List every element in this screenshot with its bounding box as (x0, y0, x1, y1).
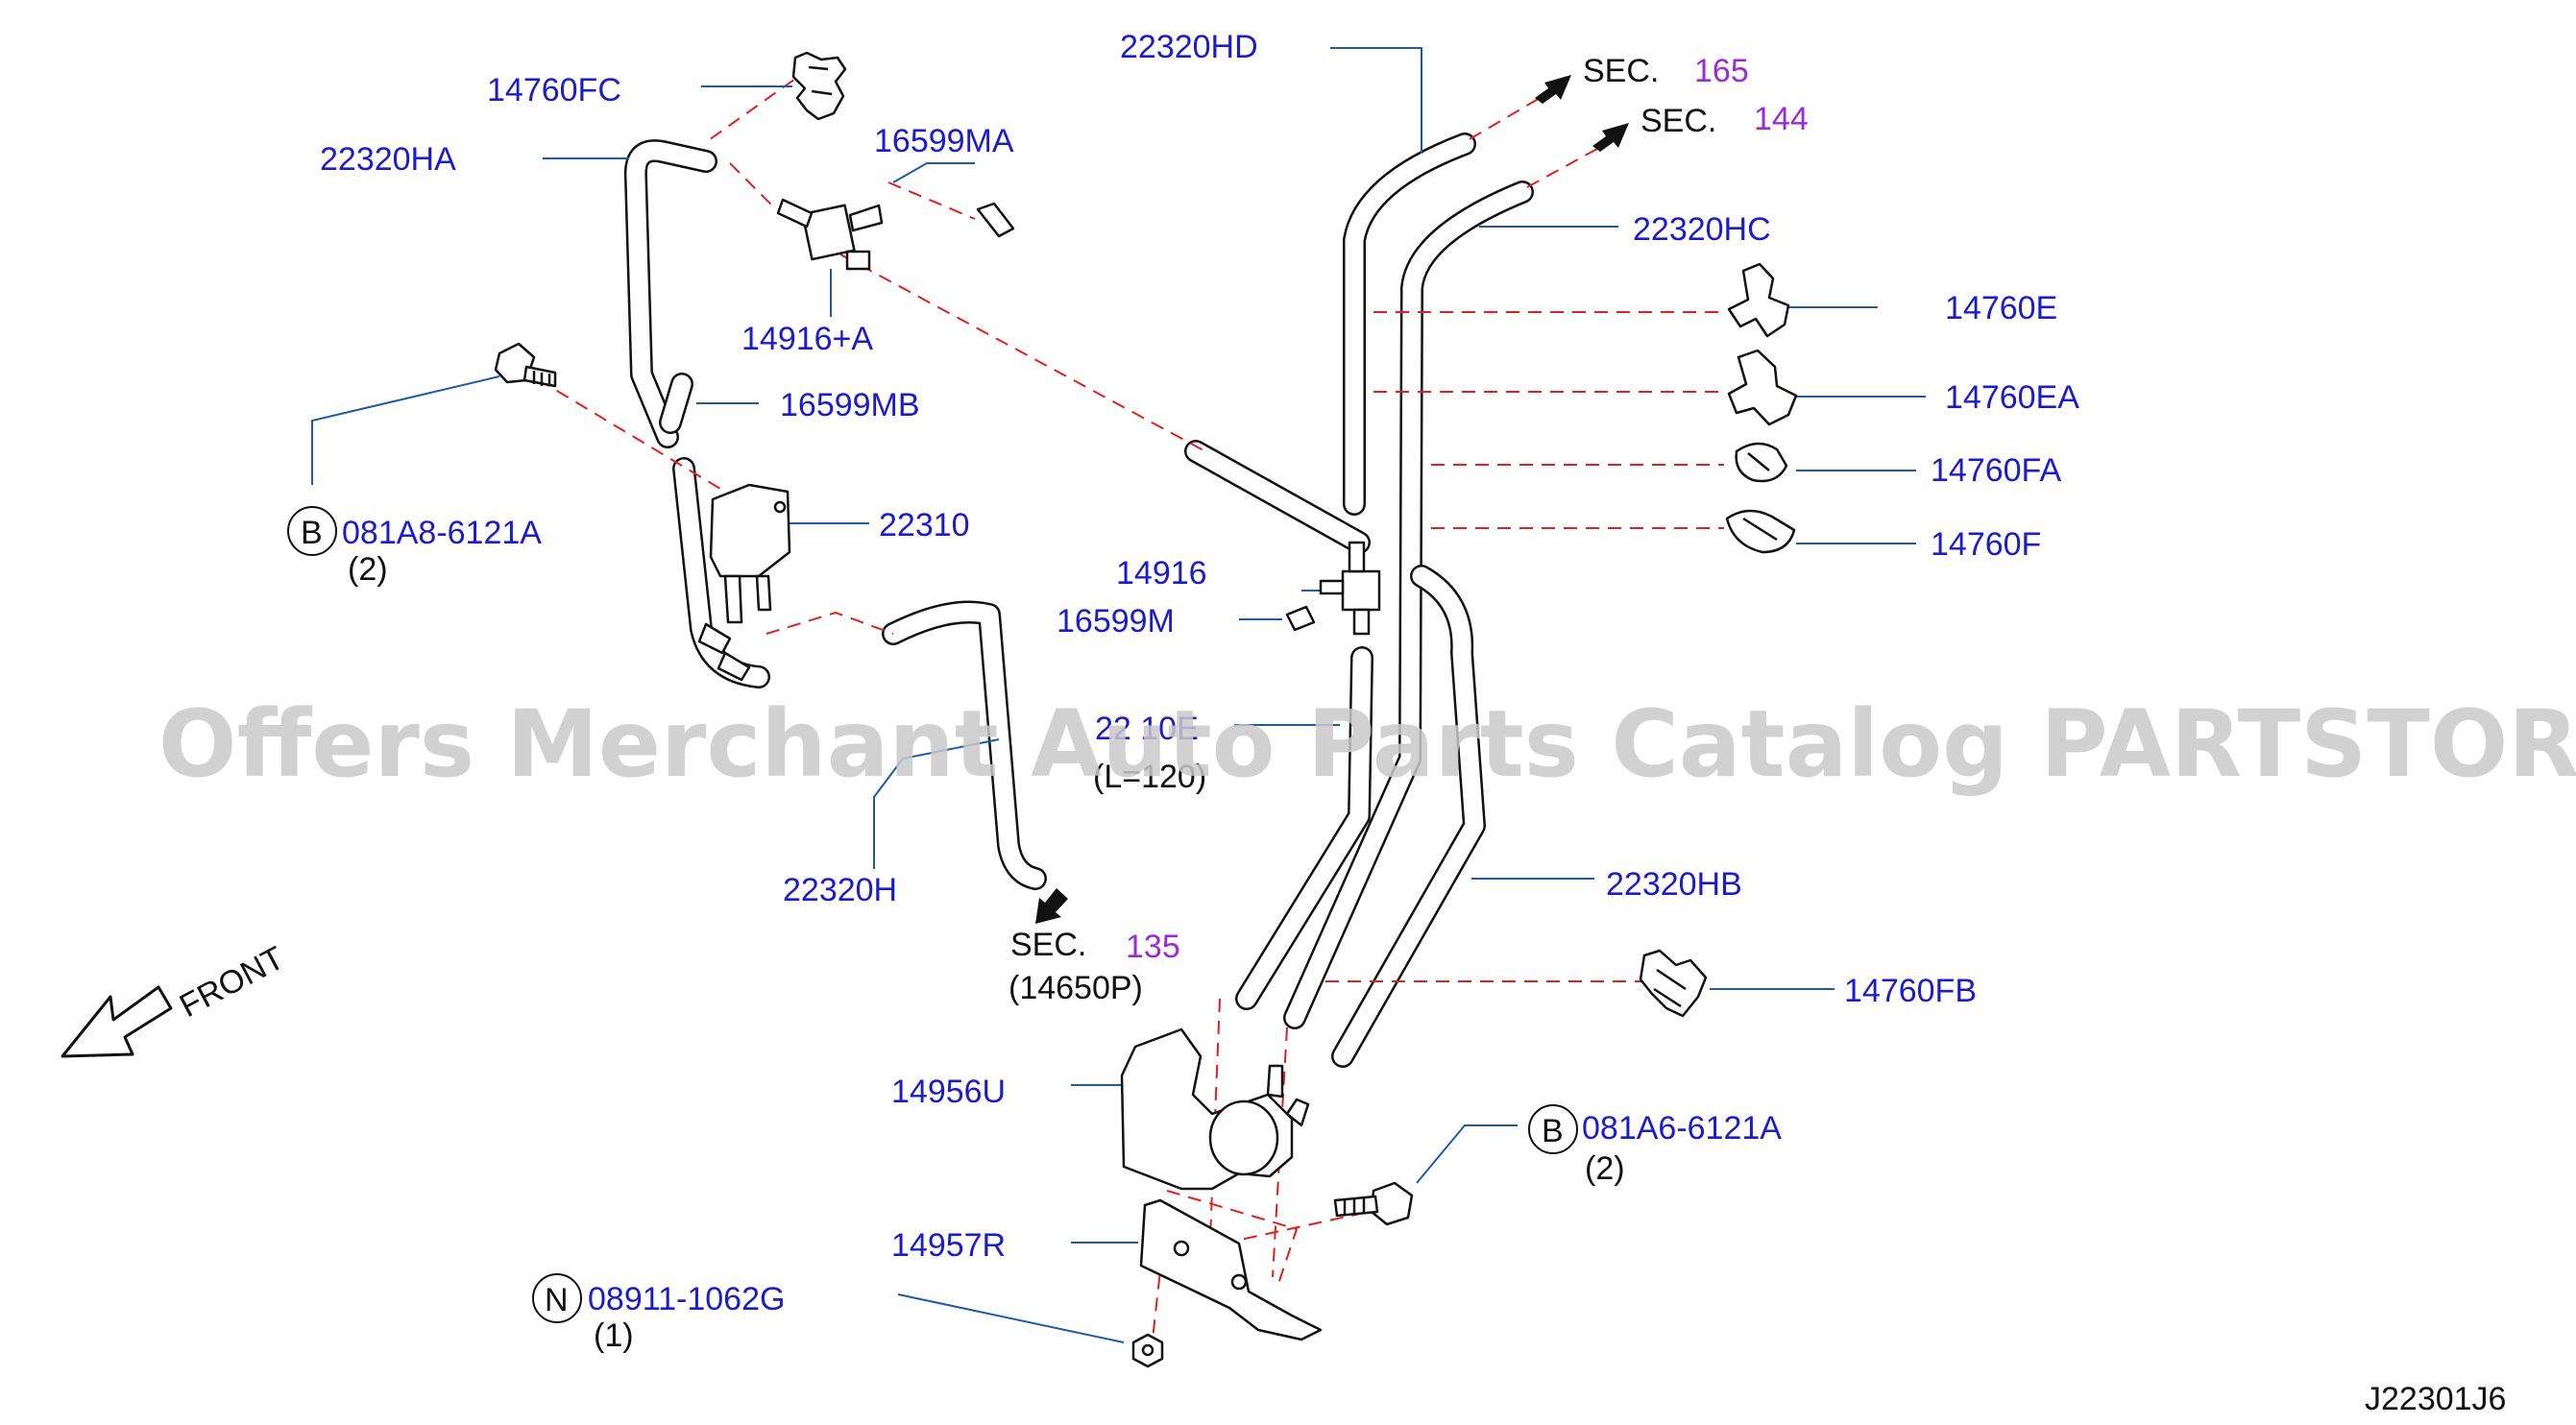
qty-08911: (1) (594, 1317, 634, 1354)
badge-circle-n (532, 1273, 582, 1323)
label-14760FB[interactable]: 14760FB (1844, 973, 1977, 1009)
hose-cross (1184, 440, 1371, 554)
hose-22320HC (1283, 181, 1534, 1029)
bolt-081A8 (494, 342, 557, 388)
hose-22310-tube (672, 457, 770, 688)
hose-22320H (882, 600, 1047, 890)
arrow-sec144 (1592, 123, 1629, 152)
label-22320HB[interactable]: 22320HB (1606, 866, 1742, 903)
solenoid-14956U (1120, 1027, 1310, 1191)
hose-22320HB (1331, 565, 1486, 1068)
label-22320HC[interactable]: 22320HC (1633, 211, 1771, 248)
nut-08911 (1131, 1333, 1164, 1368)
label-14916[interactable]: 14916 (1116, 555, 1207, 592)
label-22320HA[interactable]: 22320HA (320, 141, 456, 178)
sec165-number[interactable]: 165 (1694, 53, 1749, 89)
label-22310E[interactable]: 22 10E (1095, 711, 1199, 747)
sec135-number[interactable]: 135 (1126, 929, 1180, 965)
clip-14760FB (1639, 949, 1708, 1018)
valve-14916 (1319, 541, 1381, 636)
label-081A6[interactable]: 081A6-6121A (1582, 1110, 1782, 1147)
leader-lines (311, 47, 1926, 1343)
cap-16599MA (976, 202, 1015, 238)
clip-14760F (1725, 509, 1796, 554)
label-14760F[interactable]: 14760F (1931, 526, 2041, 563)
sec135-ref: (14650P) (1009, 970, 1143, 1006)
sec144-number[interactable]: 144 (1754, 101, 1809, 137)
cap-16599M (1285, 605, 1316, 632)
qty-081A8: (2) (348, 551, 388, 588)
label-14760EA[interactable]: 14760EA (1945, 379, 2079, 416)
badge-b2: B (1542, 1113, 1564, 1149)
valve-14916A (776, 198, 884, 271)
label-22320HD[interactable]: 22320HD (1120, 29, 1258, 65)
hose-22320HA (623, 139, 717, 448)
sec135-label: SEC. (1010, 927, 1086, 963)
badge-b1: B (301, 515, 323, 551)
diagram-id: J22301J6 (2365, 1381, 2506, 1417)
front-label: FRONT (174, 940, 290, 1026)
clip-14760EA (1727, 349, 1798, 426)
label-14956U[interactable]: 14956U (891, 1074, 1006, 1110)
len-22310E: (L=120) (1093, 759, 1206, 795)
badge-circle-b1 (287, 506, 337, 556)
hose-16599MB (659, 373, 693, 434)
qty-081A6: (2) (1585, 1150, 1625, 1187)
clip-14760E (1727, 262, 1790, 338)
bolt-081A6 (1333, 1181, 1414, 1226)
label-08911[interactable]: 08911-1062G (588, 1281, 785, 1317)
label-081A8[interactable]: 081A8-6121A (342, 515, 542, 551)
sec144-label: SEC. (1640, 103, 1716, 139)
label-22320H[interactable]: 22320H (783, 872, 897, 908)
canister-22310 (697, 483, 791, 682)
arrow-sec135 (1035, 888, 1068, 924)
hose-lower-left (1235, 646, 1373, 1010)
bracket-14957R (1139, 1198, 1323, 1341)
badge-circle-b2 (1528, 1104, 1578, 1154)
label-14957R[interactable]: 14957R (891, 1227, 1006, 1264)
hose-22320HD (1343, 133, 1476, 516)
label-14760E[interactable]: 14760E (1945, 290, 2057, 326)
sec165-label: SEC. (1583, 53, 1659, 89)
arrow-sec165 (1535, 75, 1571, 104)
label-16599M[interactable]: 16599M (1057, 603, 1175, 640)
watermark: Offers Merchant Auto Parts Catalog PARTS… (158, 690, 2576, 798)
label-22310[interactable]: 22310 (879, 507, 970, 543)
badge-n: N (545, 1282, 569, 1318)
label-16599MA[interactable]: 16599MA (874, 123, 1014, 159)
label-14916A[interactable]: 14916+A (741, 321, 873, 357)
front-arrow-icon (61, 985, 173, 1058)
clip-14760FC (791, 51, 847, 121)
clip-14760FA (1735, 442, 1788, 483)
label-16599MB[interactable]: 16599MB (780, 387, 920, 423)
label-14760FC[interactable]: 14760FC (487, 72, 621, 109)
label-14760FA[interactable]: 14760FA (1931, 452, 2061, 489)
